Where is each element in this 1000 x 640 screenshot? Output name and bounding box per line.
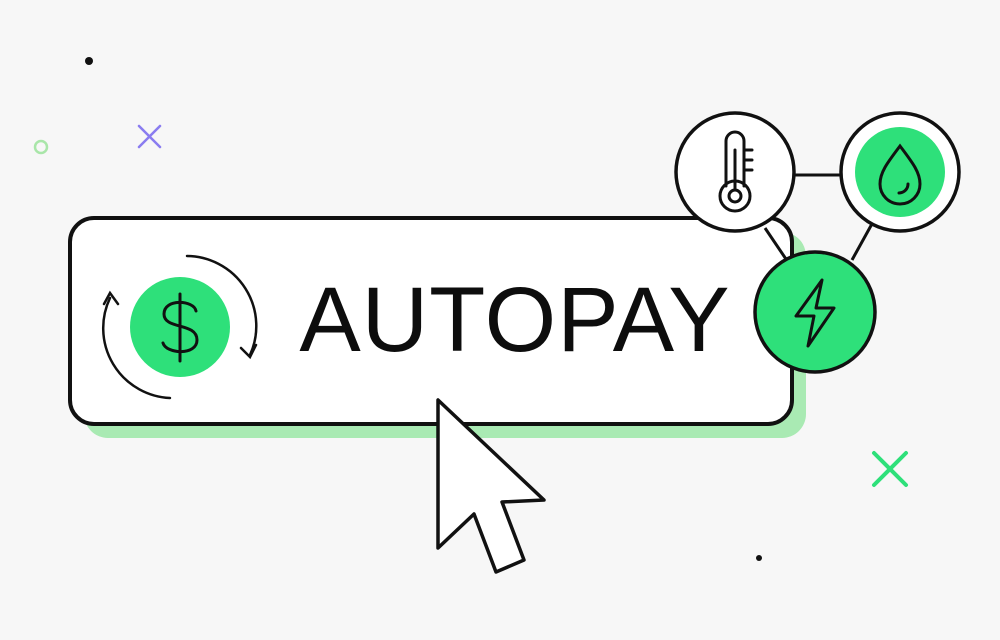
circular-arrows-icon [102,254,258,400]
electricity-node [753,250,877,374]
autopay-label: AUTOPAY [299,268,731,371]
decor-dot [756,555,762,561]
decor-ring-icon [33,139,49,155]
thermometer-icon [718,130,754,213]
decor-x-icon-green [872,451,908,487]
thermometer-node [674,111,796,233]
decor-dot [85,57,93,65]
mouse-pointer-icon [436,398,546,574]
water-drop-icon [878,143,922,206]
lightning-bolt-icon [794,278,836,348]
decor-x-icon-purple [137,124,162,149]
water-node [839,111,961,233]
dollar-sign-icon [130,277,230,377]
